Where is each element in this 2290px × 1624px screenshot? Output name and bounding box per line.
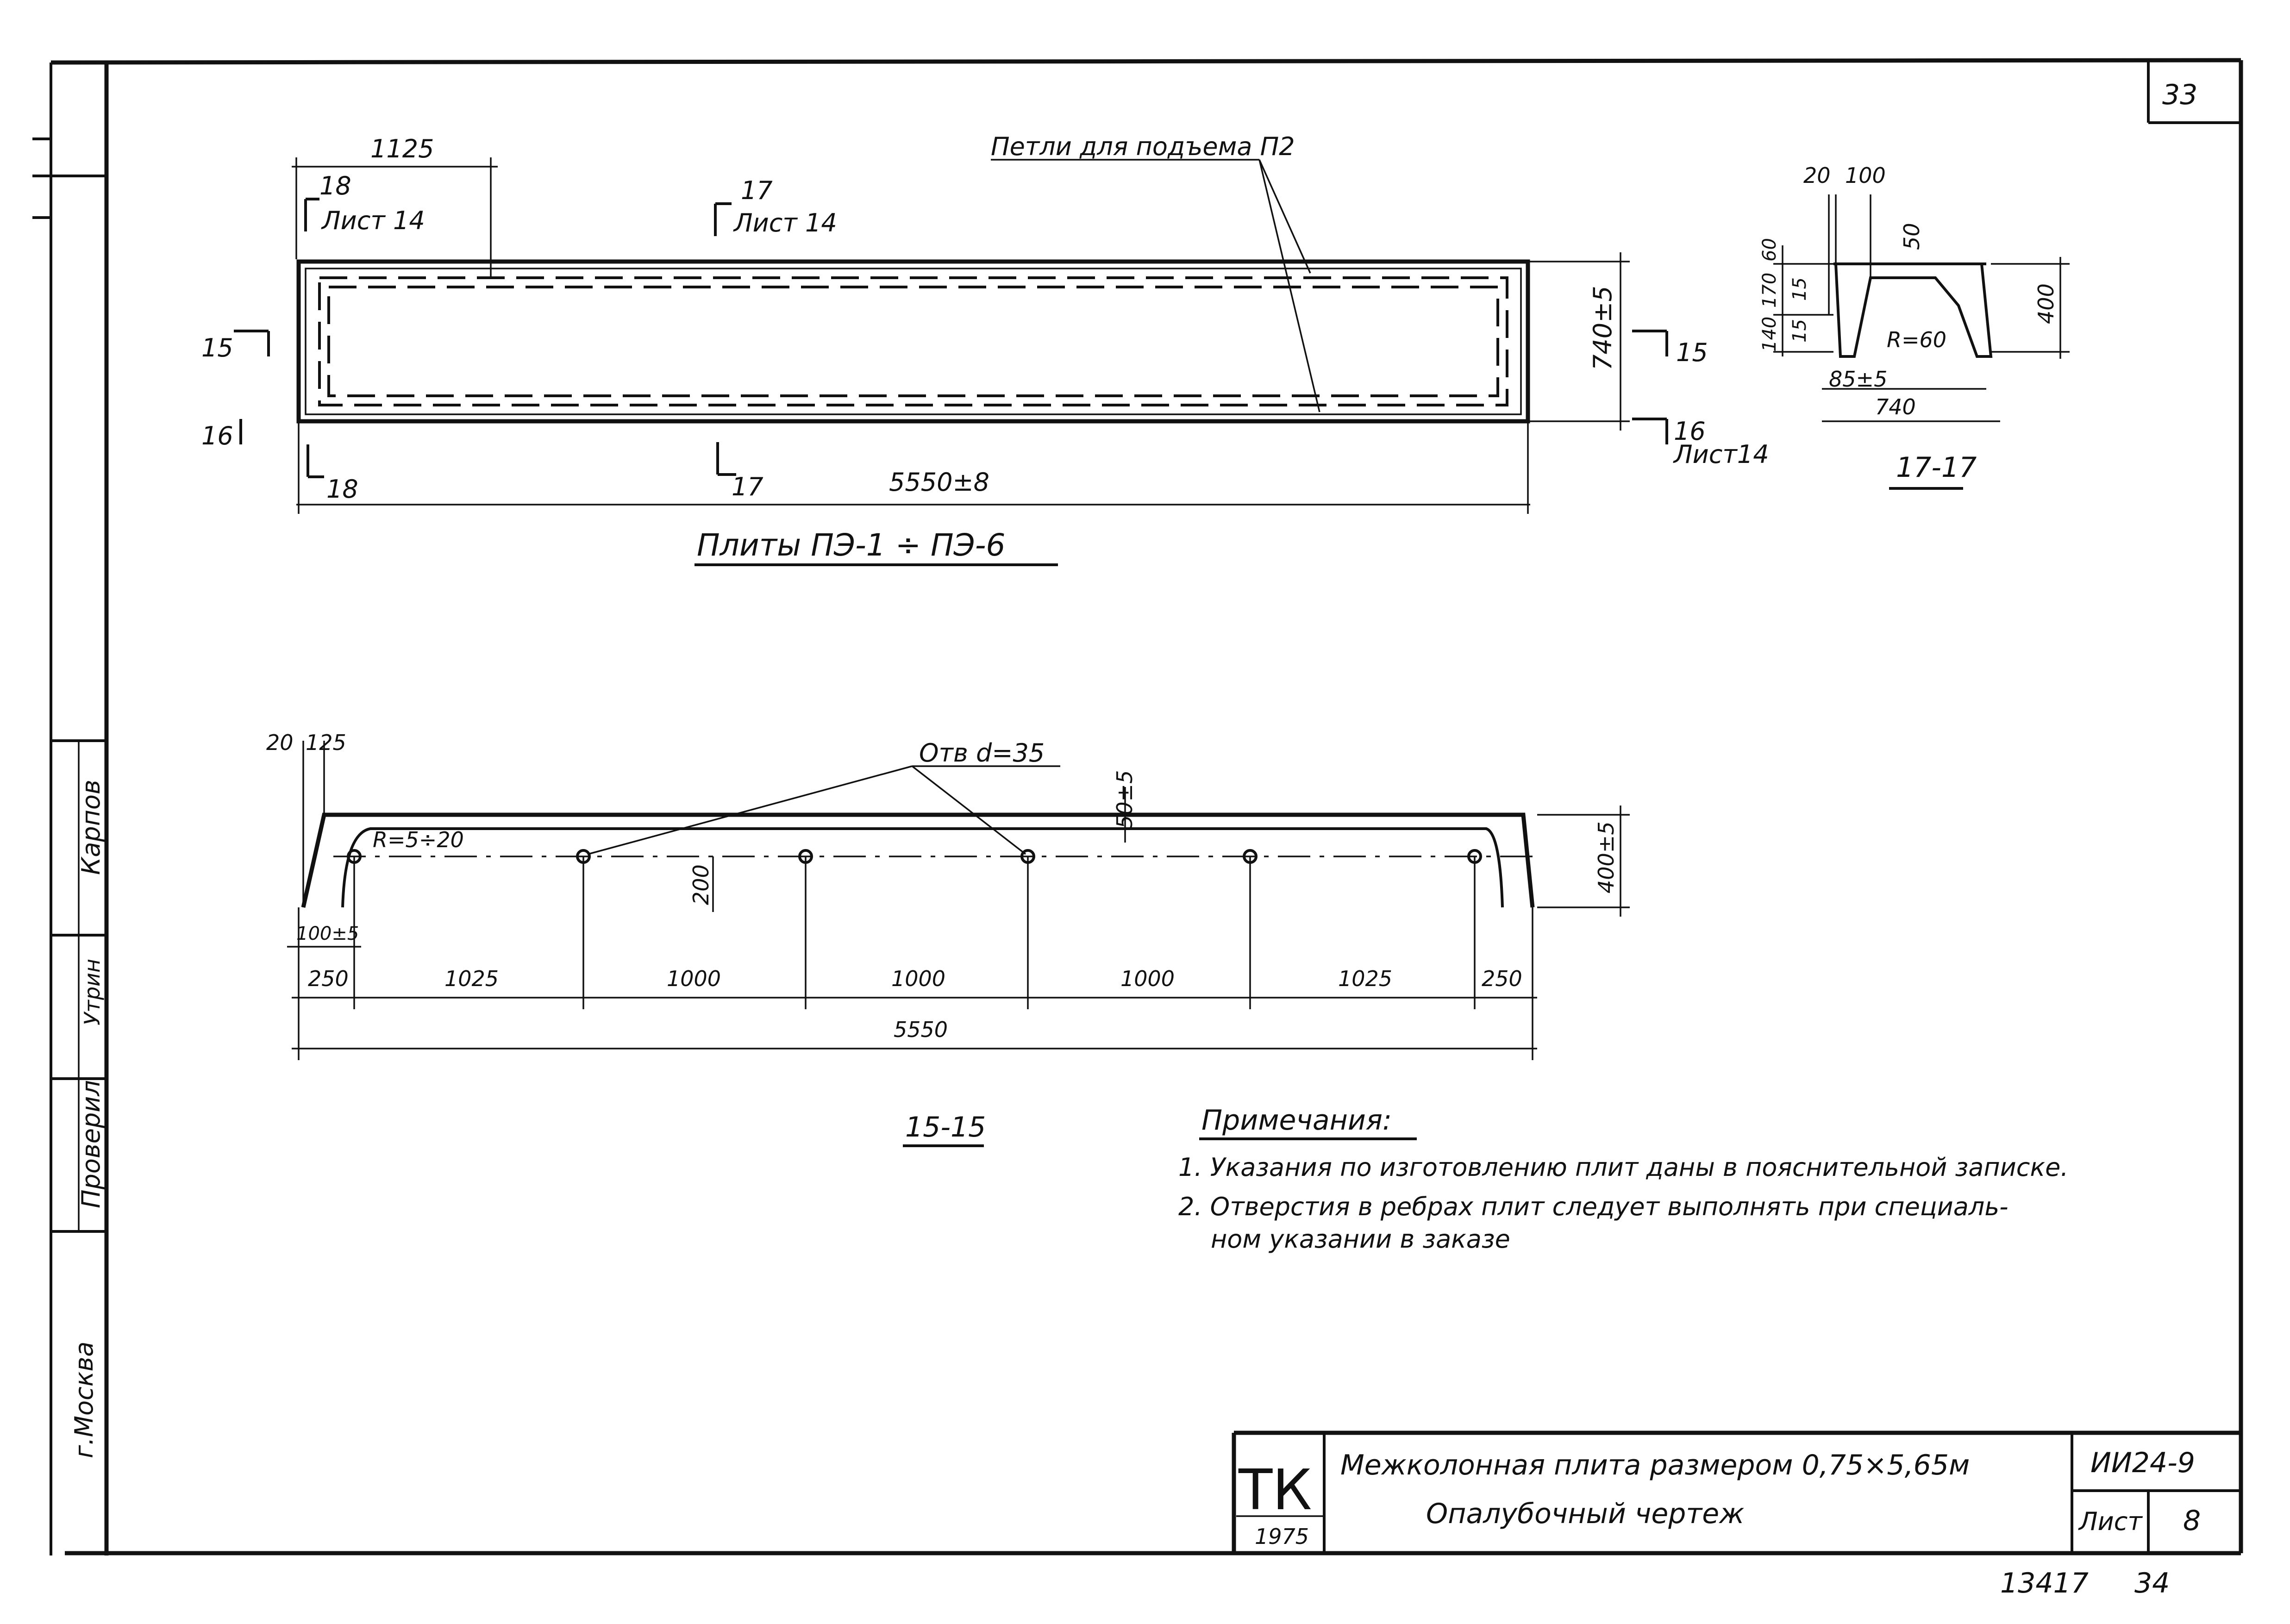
sec15-span: 1000	[891, 966, 945, 991]
stamp-city: г.Москва	[69, 1342, 99, 1458]
plan-caption: Плиты ПЭ-1 ÷ ПЭ-6	[697, 527, 1006, 563]
series-code: ИИ24-9	[2090, 1447, 2195, 1479]
note-item: ном указании в заказе	[1211, 1224, 1510, 1254]
sec15-span: 1025	[444, 966, 499, 991]
title-year: 1975	[1255, 1524, 1309, 1549]
sec15-dim-125: 125	[306, 730, 346, 755]
title-block: ТК 1975 Межколонная плита размером 0,75×…	[1232, 1430, 2241, 1553]
plan-view: 1125 5550±8 740±5 18 Лист 14 18 17 Лист …	[201, 132, 1769, 566]
sec17-dim-140: 140	[1759, 317, 1780, 352]
sec15-span: 250	[1482, 966, 1522, 991]
sec17-dim-170: 170	[1759, 273, 1780, 308]
sec15-holes-label: Отв d=35	[919, 738, 1045, 768]
loops-label: Петли для подъема П2	[991, 132, 1295, 161]
cut-18-top: 18	[319, 171, 351, 200]
sec17-dim-50: 50	[1899, 223, 1924, 250]
sec17-dim-740: 740	[1875, 394, 1916, 419]
note-item: 2. Отверстия в ребрах плит следует выпол…	[1178, 1192, 2008, 1221]
footer-number: 13417	[2000, 1567, 2089, 1599]
footer-page: 34	[2134, 1567, 2170, 1599]
sheet-ref-17: Лист 14	[733, 208, 837, 237]
sheet-ref-16: Лист14	[1673, 440, 1769, 469]
sec15-span: 1025	[1338, 966, 1392, 991]
stamp-name-2: Утрин	[80, 959, 105, 1025]
cut-15-right: 15	[1676, 338, 1708, 367]
cut-17-bottom: 17	[732, 472, 763, 501]
section-17-view: 20 100 50 60 170 140 15 15 R=60 400 85±5…	[1759, 163, 2070, 490]
sec15-span: 1000	[667, 966, 721, 991]
notes: Примечания: 1. Указания по изготовлению …	[1178, 1104, 2068, 1254]
cut-17-top: 17	[741, 176, 773, 205]
sec15-span: 1000	[1120, 966, 1175, 991]
sec17-dim-85: 85±5	[1829, 367, 1887, 392]
note-item: 1. Указания по изготовлению плит даны в …	[1178, 1153, 2068, 1182]
sec15-span: 250	[308, 966, 349, 991]
cut-16-right: 16	[1674, 417, 1706, 446]
sheet-number: 8	[2183, 1505, 2201, 1537]
sec15-dim-50: 50±5	[1112, 770, 1137, 829]
sheet-frame	[32, 58, 2243, 1555]
sheet-label: Лист	[2078, 1507, 2143, 1536]
sec17-dim-60: 60	[1759, 238, 1780, 262]
side-stamp: Карпов Утрин Проверил г.Москва	[51, 739, 106, 1458]
section-15-view: Отв d=35 20 125 50±5 R=5÷20 200 400±5 10…	[266, 730, 1630, 1147]
stamp-name-1: Карпов	[76, 780, 106, 875]
sec17-dim-400: 400	[2033, 283, 2058, 324]
sec17-dim-20: 20	[1803, 163, 1831, 188]
cut-16-left: 16	[201, 421, 233, 450]
cut-15-left: 15	[201, 333, 233, 362]
sec15-dim-400: 400±5	[1594, 821, 1619, 893]
sec17-caption: 17-17	[1896, 451, 1977, 484]
drawing-title: Межколонная плита размером 0,75×5,65м	[1340, 1449, 1970, 1481]
sec17-dim-15a: 15	[1789, 277, 1810, 301]
sec15-dim-20: 20	[266, 730, 294, 755]
sec17-radius: R=60	[1887, 327, 1946, 352]
stamp-checked-label: Проверил	[76, 1080, 106, 1208]
drawing-subtitle: Опалубочный чертеж	[1426, 1498, 1744, 1530]
sec15-dim-total: 5550	[894, 1017, 948, 1042]
sec15-caption: 15-15	[905, 1111, 986, 1143]
sec17-dim-100: 100	[1845, 163, 1886, 188]
cut-18-bottom: 18	[326, 475, 358, 504]
page-number: 33	[2162, 79, 2197, 111]
sec15-dim-200: 200	[688, 864, 713, 905]
org-logo: ТК	[1238, 1458, 1312, 1523]
plan-dim-width: 740±5	[1588, 286, 1617, 370]
notes-heading: Примечания:	[1201, 1104, 1392, 1137]
page-number-box: 33	[2147, 60, 2241, 124]
sheet-ref-18: Лист 14	[321, 206, 425, 235]
plan-dim-length: 5550±8	[889, 468, 989, 497]
plan-dim-1125: 1125	[370, 134, 434, 163]
sec15-radius: R=5÷20	[373, 827, 464, 852]
sec15-dim-100: 100±5	[296, 923, 359, 944]
sec17-dim-15b: 15	[1789, 319, 1810, 343]
